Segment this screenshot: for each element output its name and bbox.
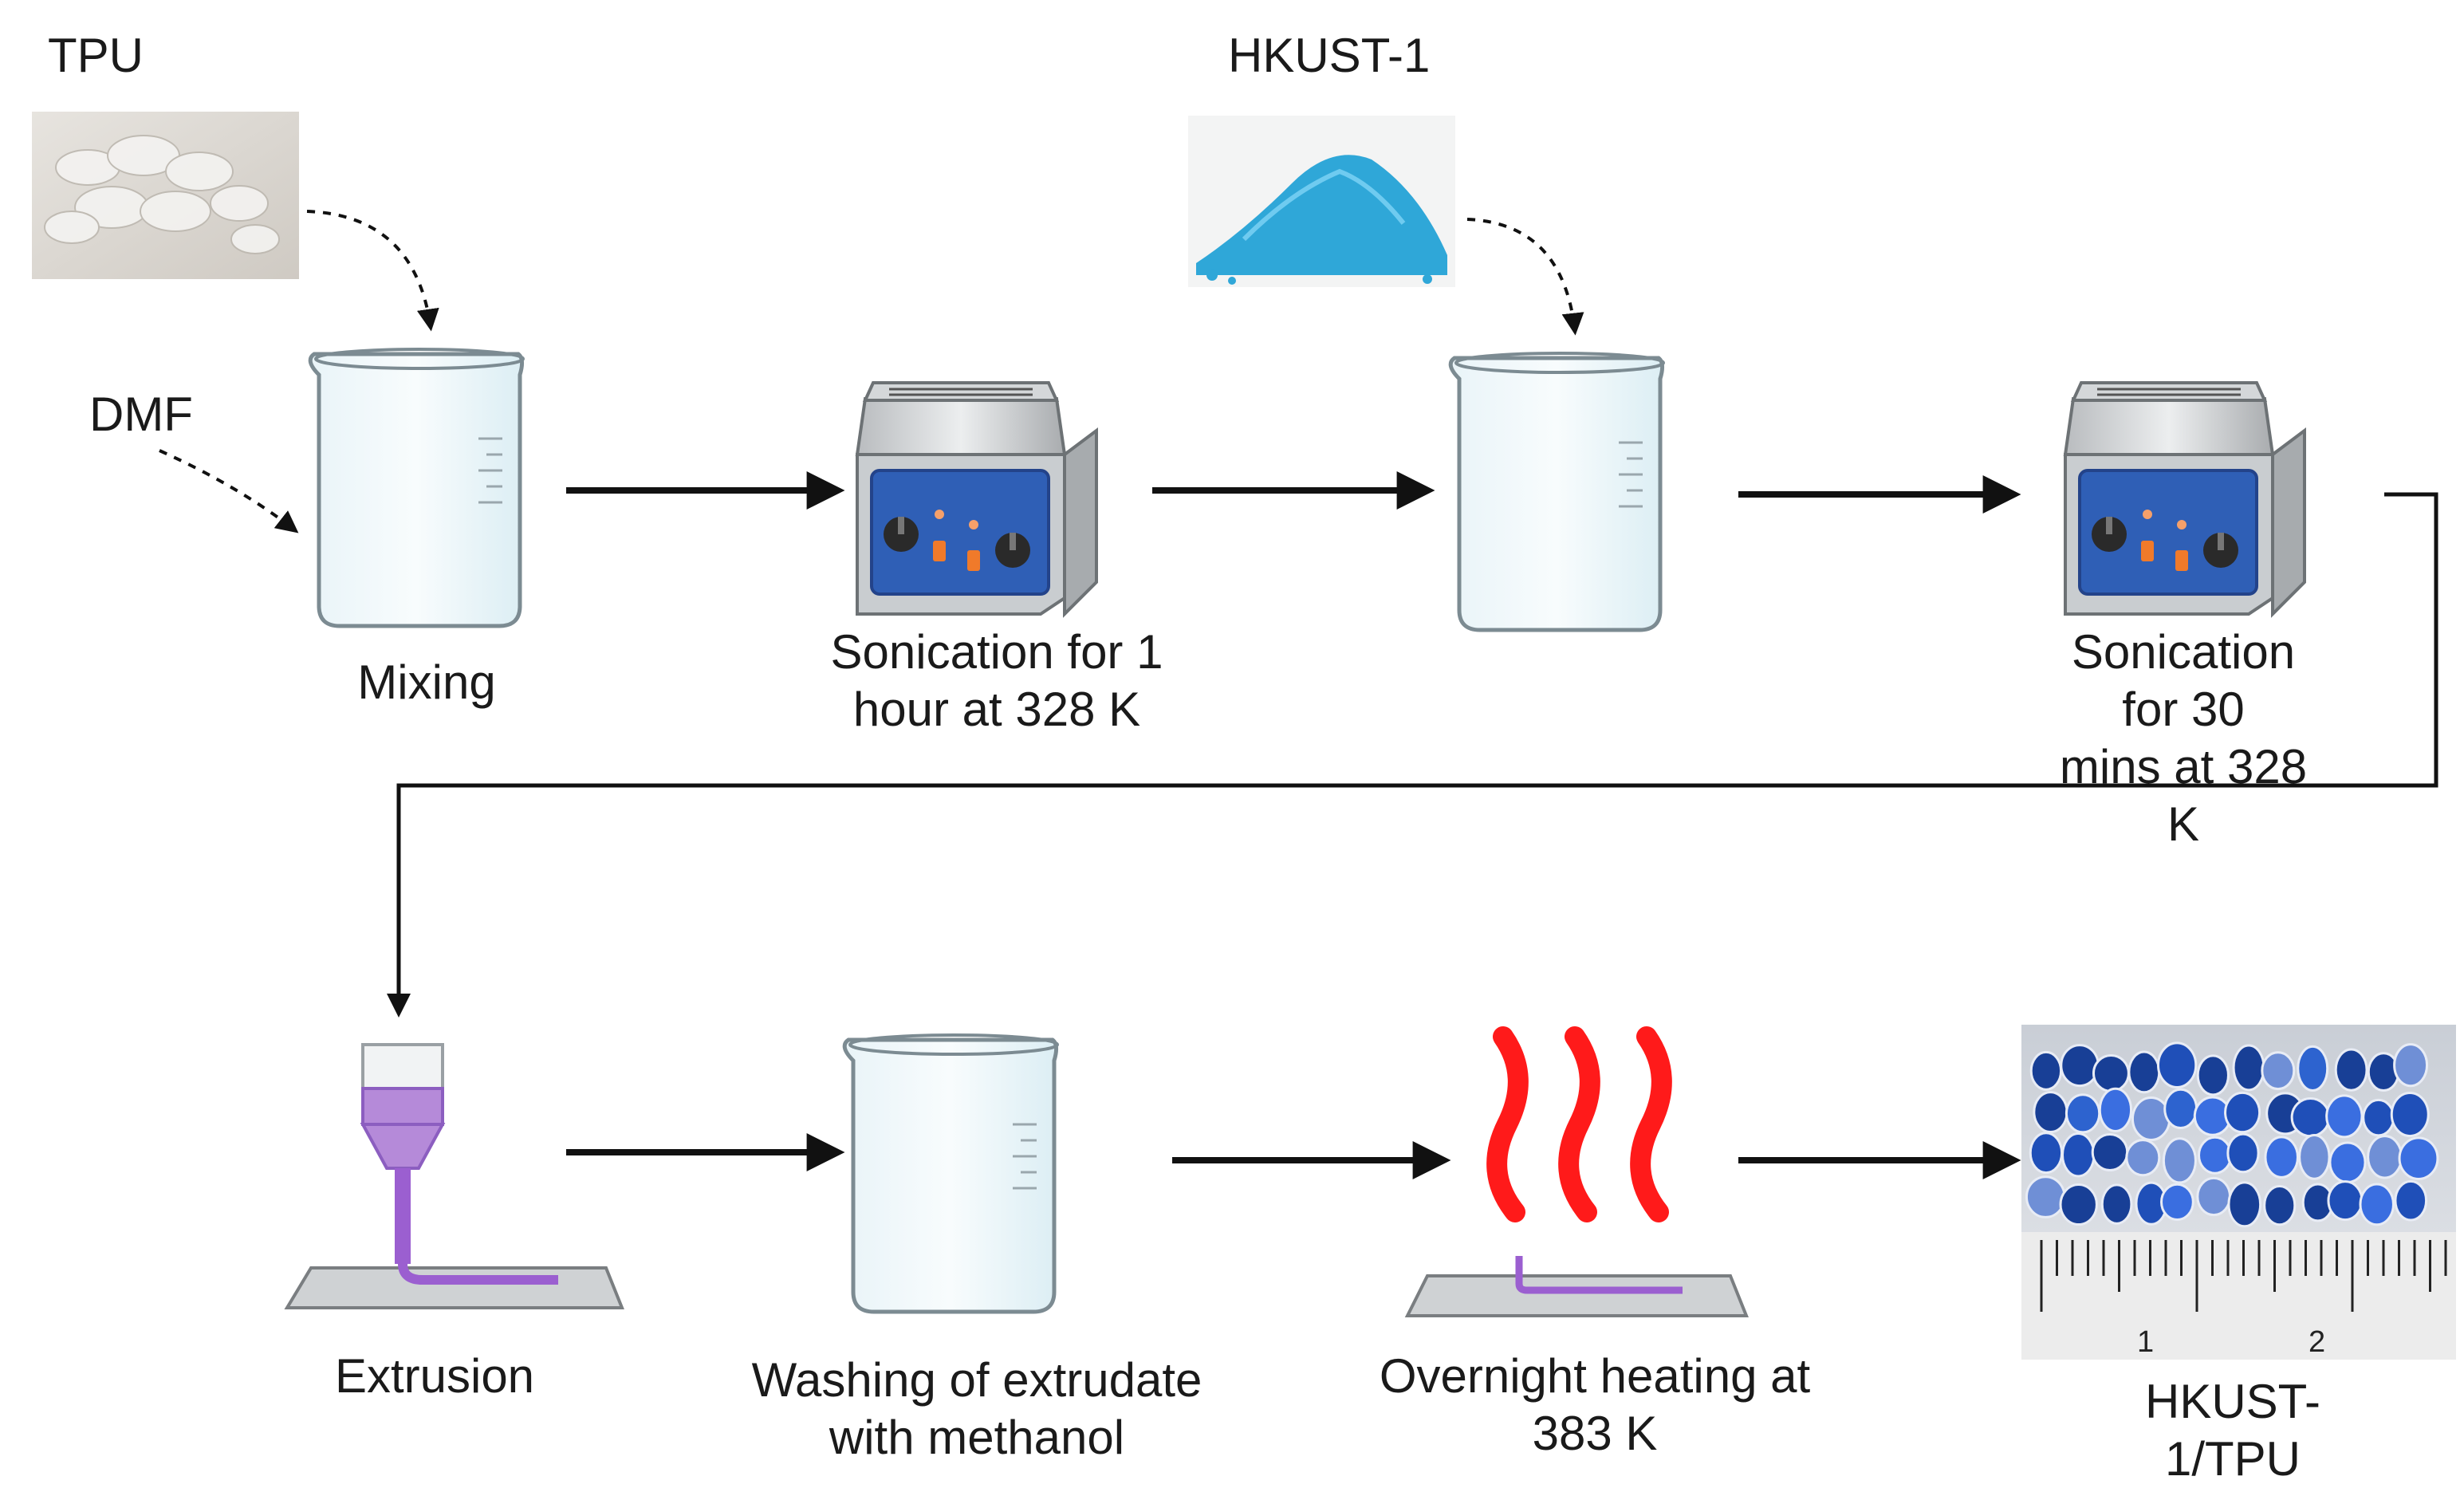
pellet — [2298, 1134, 2331, 1180]
pellet — [2033, 1091, 2068, 1134]
pellet — [2060, 1044, 2100, 1088]
pellet — [2367, 1135, 2403, 1179]
ultrasonic-bath-icon-2 — [2064, 381, 2306, 616]
dmf-label: DMF — [89, 388, 193, 441]
pellet — [2029, 1132, 2064, 1175]
hkust-arrow — [1466, 218, 1584, 336]
washing-beaker-icon — [844, 1035, 1057, 1312]
product-label: HKUST-1/TPU — [2144, 1375, 2321, 1486]
pellet — [2127, 1050, 2161, 1094]
dmf-arrow — [159, 449, 299, 533]
pellet — [2394, 1179, 2428, 1222]
pellet — [2393, 1043, 2429, 1088]
pellet — [2334, 1048, 2368, 1092]
pellet — [2232, 1044, 2265, 1092]
pellet — [2198, 1136, 2233, 1175]
pellet — [2029, 1050, 2063, 1091]
pellet — [2297, 1045, 2329, 1092]
pellet — [2162, 1137, 2197, 1184]
pellet — [2125, 1139, 2161, 1177]
pellet — [2328, 1141, 2367, 1183]
pellet — [2390, 1091, 2430, 1138]
pellet — [2160, 1183, 2194, 1222]
pellet — [2196, 1176, 2232, 1217]
pellets-photo: 1 2 — [2021, 1025, 2456, 1360]
pellet — [2224, 1091, 2261, 1134]
sonication-2-label: Sonication for 30 mins at 328 K — [2059, 625, 2308, 851]
extruder-icon — [284, 1043, 624, 1309]
ultrasonic-bath-icon — [856, 381, 1098, 616]
pellet — [2398, 1136, 2439, 1180]
hkust-label: HKUST-1 — [1228, 29, 1431, 82]
pellet — [2100, 1183, 2133, 1225]
pellet — [2156, 1041, 2198, 1089]
washing-label: Washing of extrudate with methanol — [751, 1353, 1202, 1464]
pellet — [2362, 1098, 2395, 1137]
heat-waves-icon — [1404, 1026, 1749, 1317]
ruler-tick-2: 2 — [2309, 1325, 2325, 1359]
pellet — [2290, 1097, 2331, 1138]
hkust-beaker-icon — [1450, 353, 1663, 630]
tpu-arrow — [306, 210, 439, 332]
pellet — [2325, 1094, 2364, 1139]
heating-label: Overnight heating at 383 K — [1379, 1349, 1811, 1460]
ruler-tick-1: 1 — [2137, 1325, 2154, 1359]
pellet — [2264, 1136, 2299, 1179]
hkust-powder-photo — [1188, 116, 1455, 287]
pellet — [2092, 1053, 2130, 1092]
mixing-beaker-icon — [310, 349, 523, 626]
pellet — [2327, 1180, 2364, 1222]
mixing-label: Mixing — [357, 655, 496, 709]
pellet — [2059, 1183, 2098, 1226]
pellet — [2263, 1185, 2297, 1226]
sonication-1-label: Sonication for 1 hour at 328 K — [830, 625, 1163, 736]
pellet — [2025, 1175, 2066, 1218]
pellet — [2261, 1051, 2296, 1091]
pellet — [2196, 1054, 2230, 1096]
pellet — [2098, 1087, 2133, 1132]
pellet — [2061, 1132, 2096, 1178]
pellet — [2091, 1132, 2129, 1172]
extrusion-label: Extrusion — [334, 1349, 535, 1403]
pellet — [2163, 1088, 2198, 1129]
tpu-granules-photo — [32, 112, 299, 279]
pellet — [2226, 1132, 2260, 1174]
pellet — [2359, 1183, 2395, 1226]
connector-arrow — [387, 492, 2438, 1018]
pellet — [2064, 1093, 2101, 1134]
pellet — [2227, 1181, 2262, 1228]
tpu-label: TPU — [48, 29, 144, 82]
